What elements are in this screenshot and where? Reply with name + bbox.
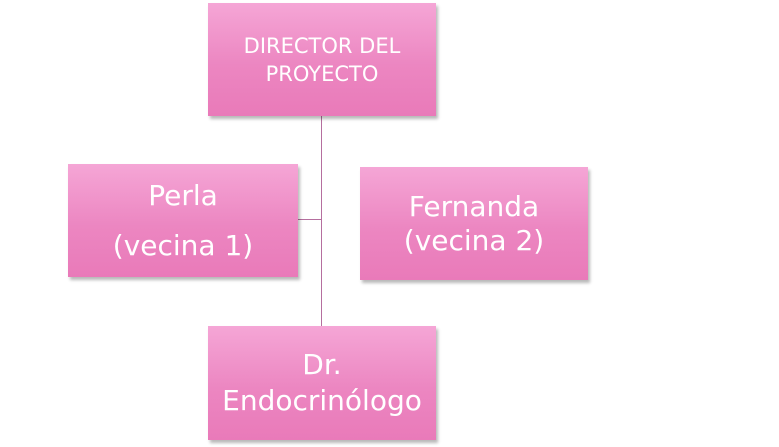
node-perla: Perla (vecina 1) (68, 164, 298, 277)
node-label: Fernanda (vecina 2) (403, 189, 545, 257)
node-label: DIRECTOR DEL PROYECTO (243, 33, 401, 86)
node-label: Perla (vecina 1) (112, 178, 254, 262)
connector-vertical (321, 116, 322, 326)
node-fernanda: Fernanda (vecina 2) (360, 167, 588, 280)
connector-to-perla (298, 219, 322, 220)
node-endocrinologo: Dr. Endocrinólogo (208, 326, 436, 440)
node-director-del-proyecto: DIRECTOR DEL PROYECTO (208, 3, 436, 116)
node-label: Dr. Endocrinólogo (222, 348, 422, 417)
